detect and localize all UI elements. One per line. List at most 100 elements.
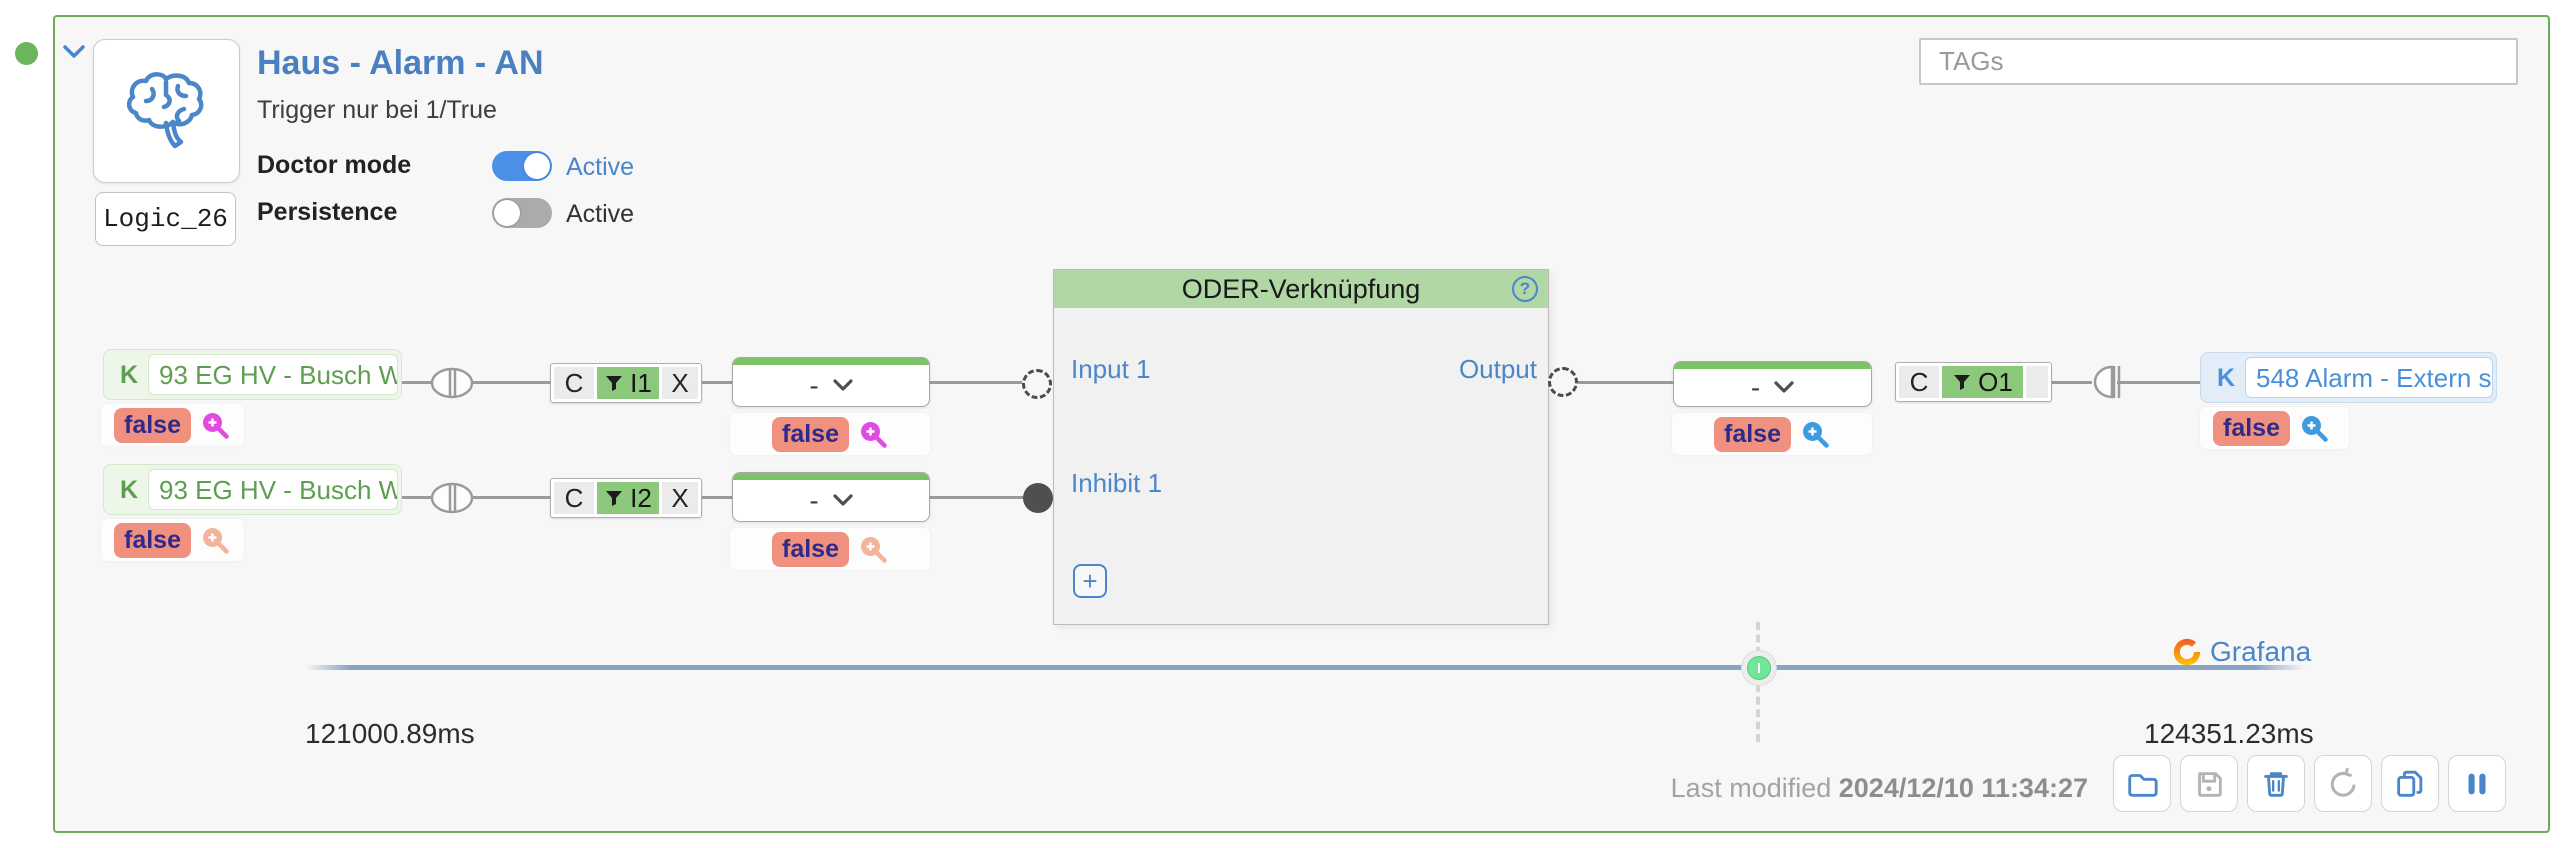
inspect-value-button[interactable] — [200, 525, 230, 555]
wire — [2052, 381, 2092, 384]
port-id: I1 — [630, 367, 652, 398]
filter-segment[interactable]: I1 — [597, 367, 659, 399]
converter-op: - — [809, 369, 819, 401]
port-id: I2 — [630, 482, 652, 513]
wire — [402, 381, 550, 384]
converter-op: - — [809, 484, 819, 516]
timeline-end-label: 124351.23ms — [2144, 718, 2314, 749]
last-modified-label: Last modified — [1670, 773, 1832, 803]
grafana-link[interactable]: Grafana — [2172, 636, 2311, 668]
converter-segment[interactable]: C — [554, 367, 594, 399]
output-converter-dropdown[interactable]: - — [1673, 361, 1872, 407]
gate-inhibit-port[interactable] — [1023, 483, 1053, 513]
inspect-value-button[interactable] — [858, 534, 888, 564]
value-strip: false — [730, 413, 930, 455]
x-segment[interactable]: X — [662, 482, 698, 514]
gate-output-port[interactable] — [1548, 367, 1578, 397]
persistence-state: Active — [566, 200, 635, 228]
inspect-value-button[interactable] — [1800, 419, 1830, 449]
doctor-mode-label: Doctor mode — [257, 151, 412, 179]
magnifier-plus-icon — [1802, 422, 1829, 448]
grafana-icon — [2173, 638, 2201, 666]
value-badge[interactable]: false — [772, 531, 849, 567]
input-object-node-1[interactable]: K 93 EG HV - Busch W… — [103, 349, 402, 400]
wire-connector[interactable] — [430, 367, 475, 404]
converter-dropdown-1[interactable]: - — [732, 357, 930, 407]
wire — [2117, 381, 2200, 384]
persistence-label: Persistence — [257, 198, 398, 226]
input-object-node-2[interactable]: K 93 EG HV - Busch W… — [103, 464, 402, 515]
wire — [402, 496, 550, 499]
copy-icon — [2397, 770, 2423, 797]
slider-grip-icon — [1747, 656, 1771, 680]
value-badge[interactable]: false — [114, 522, 191, 558]
port-id: O1 — [1978, 366, 2013, 397]
tags-input[interactable] — [1919, 38, 2518, 85]
converter-segment[interactable]: C — [1899, 366, 1939, 398]
connector-icon — [430, 367, 474, 399]
object-type-badge: K — [120, 361, 139, 389]
filter-segment[interactable]: I2 — [597, 482, 659, 514]
timeline-slider-handle[interactable] — [1742, 651, 1776, 685]
object-type-badge: K — [120, 476, 139, 504]
value-badge[interactable]: false — [1714, 416, 1791, 452]
duplicate-button[interactable] — [2381, 755, 2439, 812]
gate-input-label: Input 1 — [1071, 354, 1151, 384]
pause-button[interactable] — [2448, 755, 2506, 812]
object-type-badge: K — [2217, 364, 2236, 392]
gate-header: ODER-Verknüpfung ? — [1054, 270, 1548, 308]
timeline-start-label: 121000.89ms — [305, 718, 475, 749]
input-filter-block-1[interactable]: C I1 X — [550, 363, 702, 403]
or-gate-block[interactable]: ODER-Verknüpfung ? Input 1 Output Inhibi… — [1053, 269, 1549, 625]
wire-connector[interactable] — [2088, 364, 2122, 405]
open-button[interactable] — [2113, 755, 2171, 812]
connector-icon — [430, 482, 474, 514]
chevron-down-icon — [63, 45, 85, 58]
chevron-down-icon — [833, 494, 853, 506]
output-filter-block[interactable]: C O1 — [1895, 362, 2052, 402]
x-segment[interactable]: X — [662, 367, 698, 399]
gate-inhibit-label: Inhibit 1 — [1071, 468, 1163, 498]
doctor-mode-toggle[interactable] — [492, 151, 552, 181]
wire — [930, 381, 1024, 384]
timeline-track[interactable] — [305, 665, 2305, 670]
value-badge[interactable]: false — [114, 407, 191, 443]
logic-icon-button[interactable] — [93, 39, 240, 183]
output-object-node[interactable]: K 548 Alarm - Extern s… — [2200, 352, 2497, 403]
inspect-value-button[interactable] — [200, 410, 230, 440]
add-input-button[interactable]: + — [1073, 564, 1107, 598]
toggle-knob — [524, 153, 550, 179]
value-badge[interactable]: false — [2213, 410, 2290, 446]
folder-icon — [2128, 773, 2158, 797]
magnifier-plus-icon — [2301, 416, 2328, 442]
value-strip: false — [2200, 407, 2349, 449]
save-button[interactable] — [2180, 755, 2238, 812]
input-filter-block-2[interactable]: C I2 X — [550, 478, 702, 518]
gate-input-port[interactable] — [1022, 369, 1052, 399]
doctor-mode-state: Active — [566, 153, 635, 181]
help-button[interactable]: ? — [1512, 276, 1538, 302]
logic-id-field[interactable]: Logic_26 — [95, 192, 236, 246]
delete-button[interactable] — [2247, 755, 2305, 812]
inspect-value-button[interactable] — [2299, 413, 2329, 443]
filter-segment[interactable]: O1 — [1942, 366, 2023, 398]
last-modified-value: 2024/12/10 11:34:27 — [1838, 773, 2088, 803]
inspect-value-button[interactable] — [858, 419, 888, 449]
undo-button[interactable] — [2314, 755, 2372, 812]
wire-connector[interactable] — [430, 482, 475, 519]
funnel-icon — [606, 491, 623, 506]
collapse-button[interactable] — [62, 44, 86, 65]
funnel-icon — [1954, 375, 1971, 390]
converter-dropdown-2[interactable]: - — [732, 472, 930, 522]
chevron-down-icon — [1774, 381, 1794, 393]
trash-icon — [2264, 771, 2288, 797]
value-badge[interactable]: false — [772, 416, 849, 452]
magnifier-plus-icon — [860, 537, 887, 563]
persistence-toggle[interactable] — [492, 198, 552, 228]
wire — [702, 496, 732, 499]
page-subtitle: Trigger nur bei 1/True — [257, 96, 497, 124]
half-connector-icon — [2093, 365, 2121, 399]
converter-segment[interactable]: C — [554, 482, 594, 514]
x-segment[interactable] — [2026, 366, 2048, 398]
action-toolbar — [2113, 755, 2506, 812]
